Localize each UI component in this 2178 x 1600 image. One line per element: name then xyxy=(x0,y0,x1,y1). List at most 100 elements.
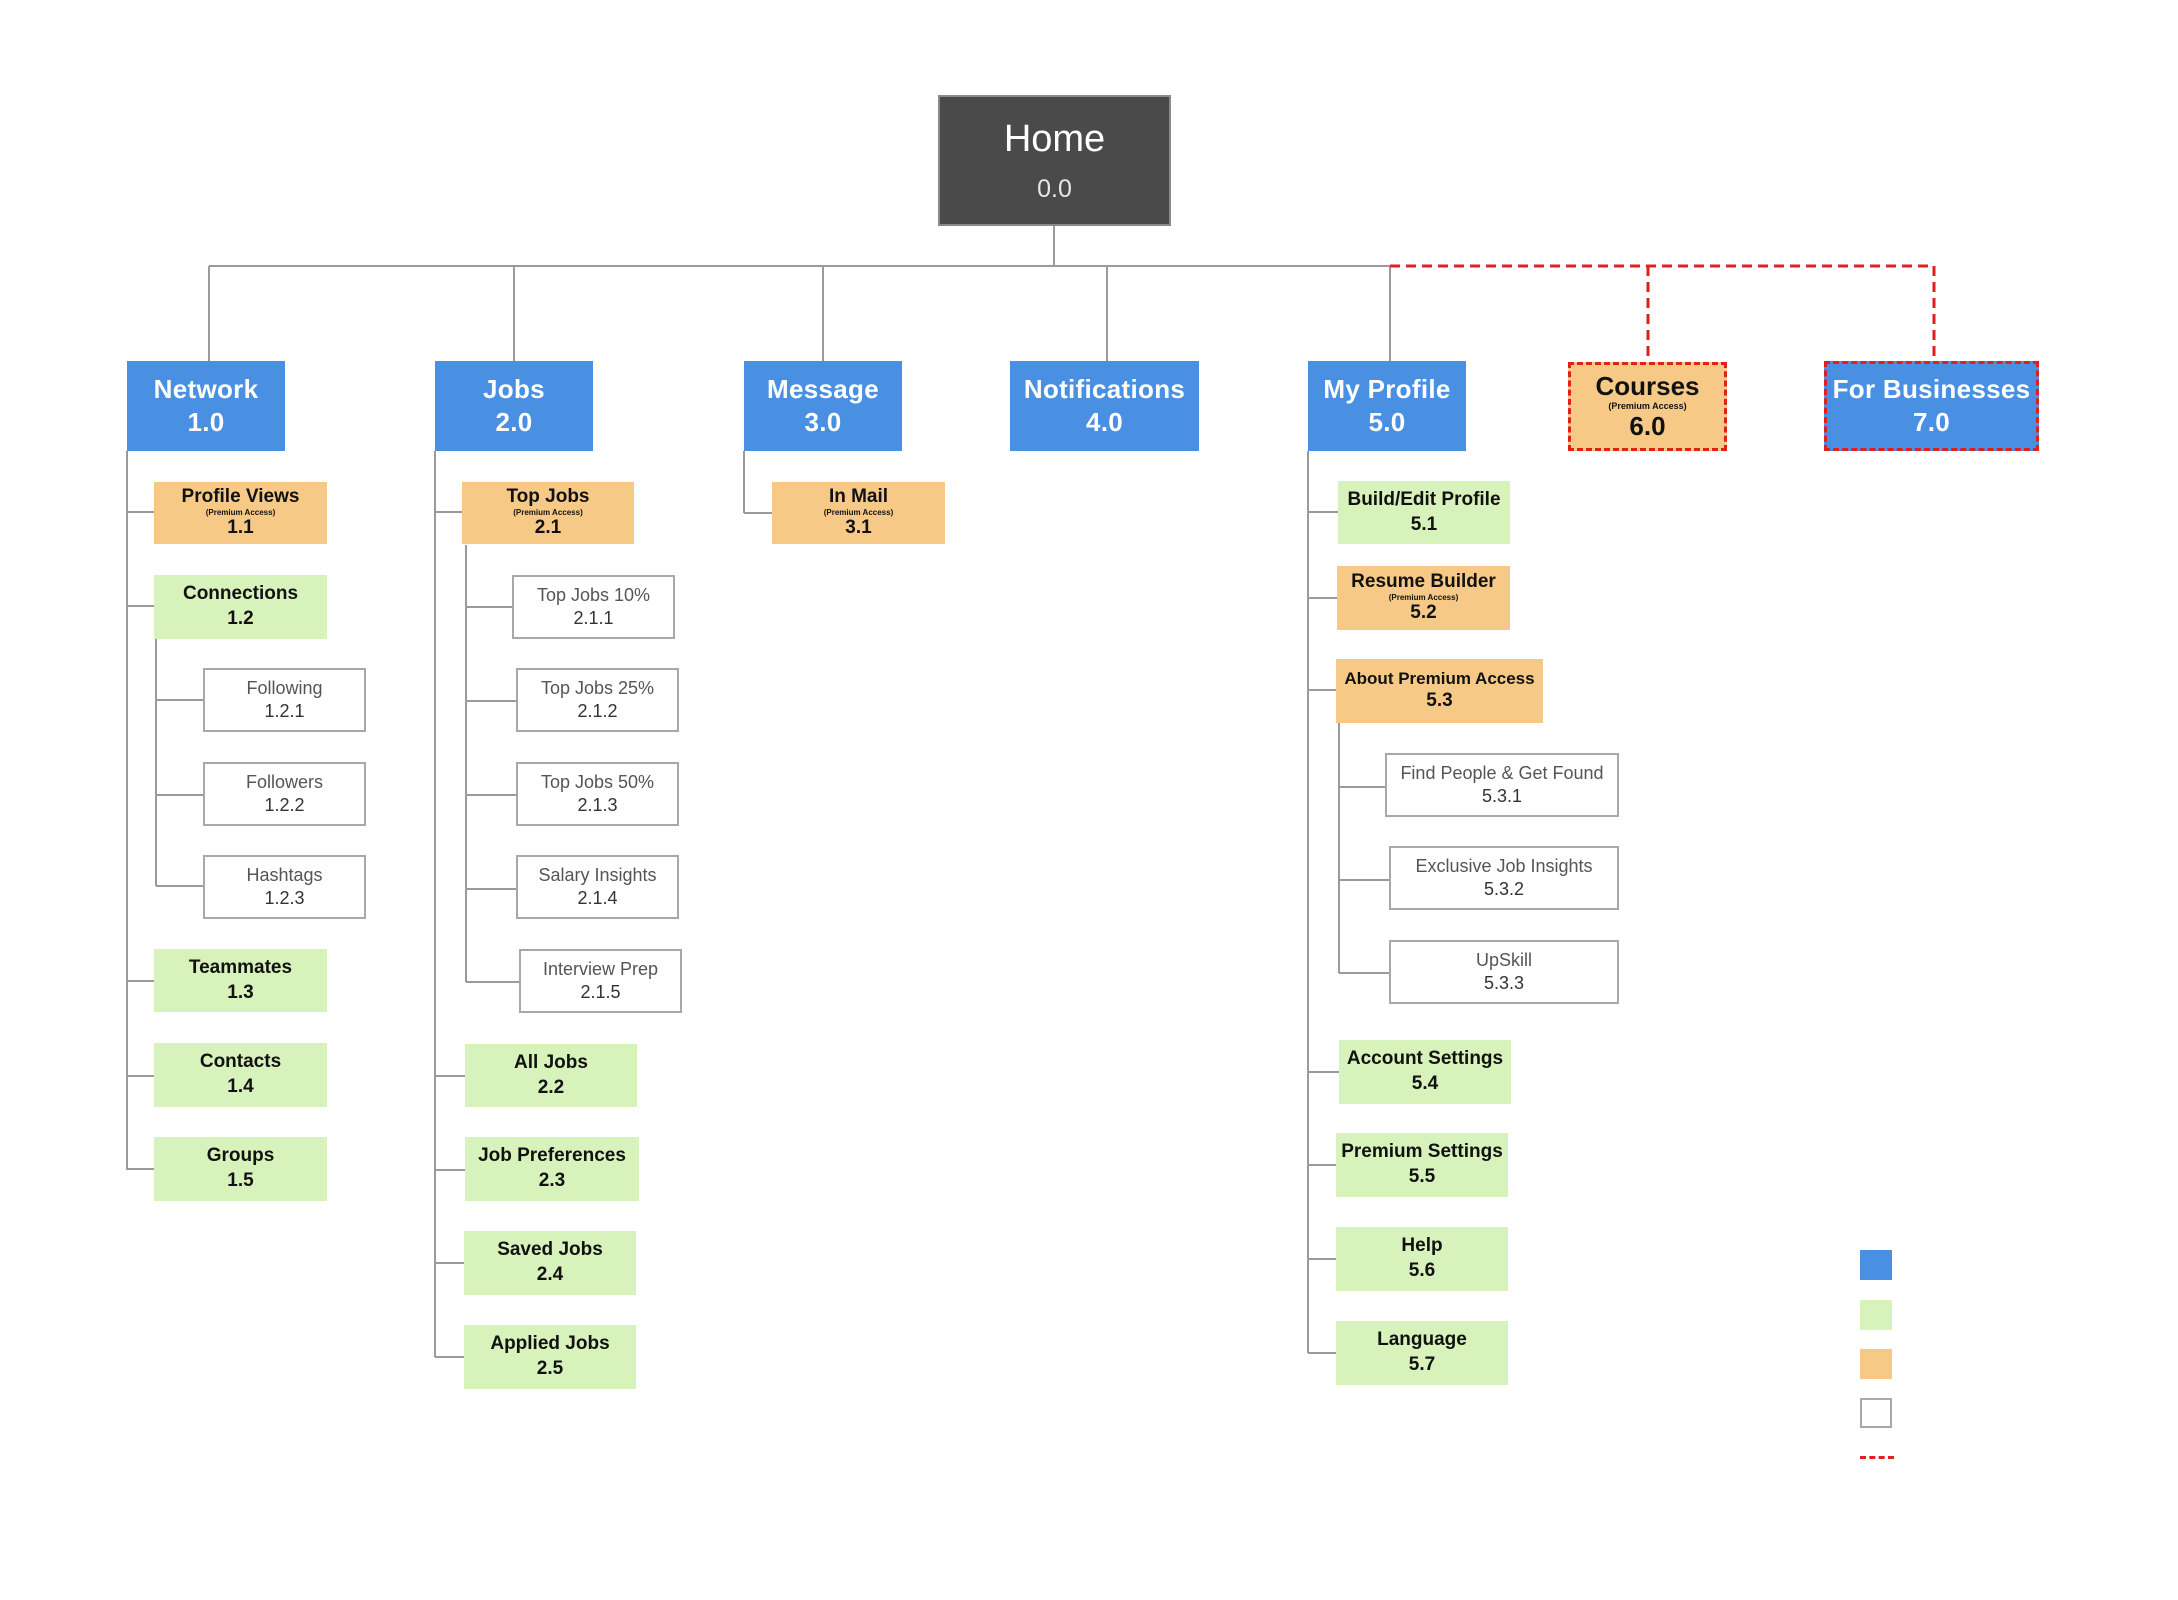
connections-node[interactable]: Connections 1.2 xyxy=(154,575,327,639)
salary-insights-node[interactable]: Salary Insights 2.1.4 xyxy=(516,855,679,919)
teammates-code: 1.3 xyxy=(227,981,254,1003)
language-code: 5.7 xyxy=(1408,1354,1436,1375)
interview-prep-node[interactable]: Interview Prep 2.1.5 xyxy=(519,949,682,1013)
resume-builder-node[interactable]: Resume Builder (Premium Access) 5.2 xyxy=(1337,566,1510,630)
my-profile-label: My Profile xyxy=(1323,373,1451,404)
build-edit-profile-node[interactable]: Build/Edit Profile 5.1 xyxy=(1338,481,1510,544)
job-preferences-code: 2.3 xyxy=(538,1170,566,1191)
top-jobs-50-node[interactable]: Top Jobs 50% 2.1.3 xyxy=(516,762,679,826)
profile-views-premium-note: (Premium Access) xyxy=(205,507,276,517)
top-jobs-10-node[interactable]: Top Jobs 10% 2.1.1 xyxy=(512,575,675,639)
language-label: Language xyxy=(1377,1329,1467,1351)
message-node[interactable]: Message 3.0 xyxy=(744,361,902,451)
teammates-node[interactable]: Teammates 1.3 xyxy=(154,949,327,1012)
profile-views-code: 1.1 xyxy=(227,517,254,539)
in-mail-node[interactable]: In Mail (Premium Access) 3.1 xyxy=(772,482,945,544)
top-jobs-code: 2.1 xyxy=(534,517,562,539)
hashtags-node[interactable]: Hashtags 1.2.3 xyxy=(203,855,366,919)
find-people-node[interactable]: Find People & Get Found 5.3.1 xyxy=(1385,753,1619,817)
interview-prep-label: Interview Prep xyxy=(542,958,659,979)
job-preferences-label: Job Preferences xyxy=(478,1145,626,1167)
top-jobs-node[interactable]: Top Jobs (Premium Access) 2.1 xyxy=(462,482,634,544)
legend-page-swatch xyxy=(1860,1300,1892,1330)
notifications-code: 4.0 xyxy=(1085,407,1124,437)
network-node[interactable]: Network 1.0 xyxy=(127,361,285,451)
account-settings-label: Account Settings xyxy=(1346,1048,1504,1070)
applied-jobs-node[interactable]: Applied Jobs 2.5 xyxy=(464,1325,636,1389)
premium-settings-code: 5.5 xyxy=(1408,1166,1436,1187)
exclusive-insights-label: Exclusive Job Insights xyxy=(1415,855,1593,876)
contacts-code: 1.4 xyxy=(227,1076,254,1097)
premium-settings-node[interactable]: Premium Settings 5.5 xyxy=(1336,1133,1508,1197)
legend-planned-dash xyxy=(1860,1456,1894,1459)
resume-builder-premium-note: (Premium Access) xyxy=(1388,592,1459,602)
find-people-code: 5.3.1 xyxy=(1481,786,1523,806)
hashtags-code: 1.2.3 xyxy=(264,888,305,908)
following-code: 1.2.1 xyxy=(264,701,305,721)
for-businesses-label: For Businesses xyxy=(1832,373,2031,404)
job-preferences-node[interactable]: Job Preferences 2.3 xyxy=(465,1137,639,1201)
language-node[interactable]: Language 5.7 xyxy=(1336,1321,1508,1385)
saved-jobs-label: Saved Jobs xyxy=(497,1239,603,1261)
resume-builder-code: 5.2 xyxy=(1410,602,1437,624)
premium-settings-label: Premium Settings xyxy=(1341,1141,1503,1163)
jobs-code: 2.0 xyxy=(495,407,533,437)
applied-jobs-label: Applied Jobs xyxy=(490,1333,610,1355)
home-node[interactable]: Home 0.0 xyxy=(938,95,1171,226)
courses-code: 6.0 xyxy=(1629,411,1666,442)
legend-section-swatch xyxy=(1860,1250,1892,1280)
top-jobs-10-label: Top Jobs 10% xyxy=(536,584,651,605)
jobs-node[interactable]: Jobs 2.0 xyxy=(435,361,593,451)
groups-node[interactable]: Groups 1.5 xyxy=(154,1137,327,1201)
find-people-label: Find People & Get Found xyxy=(1400,762,1604,783)
notifications-node[interactable]: Notifications 4.0 xyxy=(1010,361,1199,451)
my-profile-node[interactable]: My Profile 5.0 xyxy=(1308,361,1466,451)
top-jobs-label: Top Jobs xyxy=(506,485,590,507)
for-businesses-node[interactable]: For Businesses 7.0 xyxy=(1824,361,2039,451)
courses-node[interactable]: Courses (Premium Access) 6.0 xyxy=(1568,362,1727,451)
all-jobs-node[interactable]: All Jobs 2.2 xyxy=(465,1044,637,1107)
connections-label: Connections xyxy=(182,583,299,605)
about-premium-code: 5.3 xyxy=(1426,689,1453,711)
following-label: Following xyxy=(246,677,323,698)
in-mail-premium-note: (Premium Access) xyxy=(823,507,894,517)
groups-code: 1.5 xyxy=(227,1170,254,1191)
followers-code: 1.2.2 xyxy=(264,795,305,815)
for-businesses-code: 7.0 xyxy=(1912,407,1951,437)
all-jobs-label: All Jobs xyxy=(514,1051,588,1073)
legend-subpage-swatch xyxy=(1860,1398,1892,1428)
my-profile-code: 5.0 xyxy=(1368,407,1406,437)
network-code: 1.0 xyxy=(187,407,225,437)
message-label: Message xyxy=(767,373,879,404)
contacts-node[interactable]: Contacts 1.4 xyxy=(154,1043,327,1107)
followers-label: Followers xyxy=(245,771,324,792)
profile-views-node[interactable]: Profile Views (Premium Access) 1.1 xyxy=(154,482,327,544)
applied-jobs-code: 2.5 xyxy=(536,1358,564,1379)
followers-node[interactable]: Followers 1.2.2 xyxy=(203,762,366,826)
upskill-code: 5.3.3 xyxy=(1483,973,1525,993)
about-premium-node[interactable]: About Premium Access 5.3 xyxy=(1336,659,1543,723)
exclusive-insights-code: 5.3.2 xyxy=(1483,879,1525,899)
profile-views-label: Profile Views xyxy=(181,485,300,507)
about-premium-label: About Premium Access xyxy=(1344,669,1535,689)
exclusive-insights-node[interactable]: Exclusive Job Insights 5.3.2 xyxy=(1389,846,1619,910)
home-label: Home xyxy=(1003,117,1106,160)
in-mail-label: In Mail xyxy=(828,485,889,507)
salary-insights-label: Salary Insights xyxy=(538,864,657,885)
top-jobs-50-label: Top Jobs 50% xyxy=(540,771,655,792)
following-node[interactable]: Following 1.2.1 xyxy=(203,668,366,732)
upskill-node[interactable]: UpSkill 5.3.3 xyxy=(1389,940,1619,1004)
build-edit-profile-label: Build/Edit Profile xyxy=(1347,488,1501,510)
account-settings-node[interactable]: Account Settings 5.4 xyxy=(1339,1040,1511,1104)
courses-label: Courses xyxy=(1595,370,1700,401)
interview-prep-code: 2.1.5 xyxy=(580,982,621,1002)
saved-jobs-node[interactable]: Saved Jobs 2.4 xyxy=(464,1231,636,1295)
top-jobs-25-node[interactable]: Top Jobs 25% 2.1.2 xyxy=(516,668,679,732)
groups-label: Groups xyxy=(206,1145,275,1167)
upskill-label: UpSkill xyxy=(1475,949,1532,970)
resume-builder-label: Resume Builder xyxy=(1351,570,1496,592)
help-node[interactable]: Help 5.6 xyxy=(1336,1227,1508,1291)
in-mail-code: 3.1 xyxy=(845,517,872,539)
help-code: 5.6 xyxy=(1408,1260,1436,1281)
